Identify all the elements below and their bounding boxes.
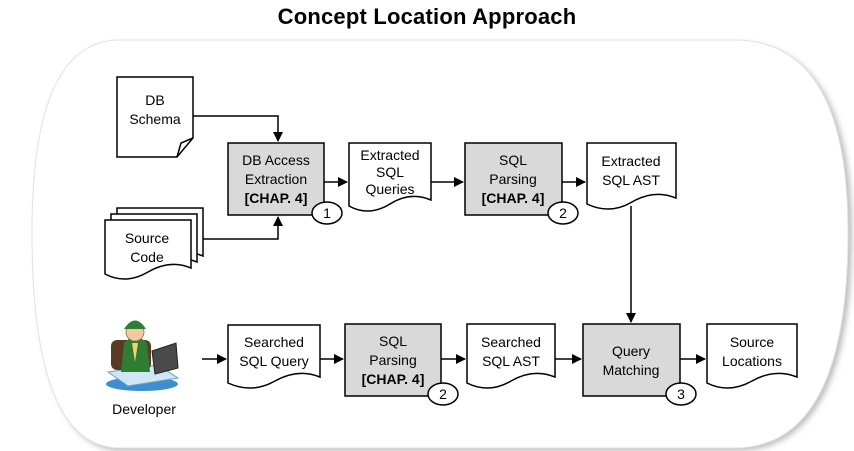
step-1-number: 1 — [323, 205, 331, 221]
doc-source-locations: Source Locations — [706, 323, 798, 389]
step-2-bottom-number: 2 — [439, 386, 447, 402]
db-access-chapter: [CHAP. 4] — [245, 190, 308, 206]
developer-cap — [124, 320, 146, 329]
source-locations-line-2: Locations — [722, 353, 782, 369]
extracted-ast-line-2: SQL AST — [602, 172, 660, 188]
sql-parsing-bottom-line-1: SQL — [379, 333, 407, 349]
step-badge-2-bottom — [427, 382, 459, 406]
sql-parsing-bottom-line-2: Parsing — [369, 352, 416, 368]
developer-tie — [132, 343, 138, 362]
extracted-queries-line-3: Queries — [365, 181, 414, 197]
source-code-document-stack: Source Code — [104, 207, 204, 280]
step-badge-1 — [311, 201, 343, 225]
developer-actor: Developer — [106, 320, 180, 417]
db-access-line-1: DB Access — [242, 152, 310, 168]
source-code-line-1: Source — [125, 230, 170, 246]
doc-extracted-sql-ast: Extracted SQL AST — [586, 142, 677, 210]
searched-ast-line-1: Searched — [481, 334, 541, 350]
searched-ast-line-2: SQL AST — [482, 353, 540, 369]
db-schema-line-2: Schema — [129, 111, 181, 127]
sql-parsing-top-chapter: [CHAP. 4] — [482, 190, 545, 206]
extracted-queries-line-1: Extracted — [360, 147, 419, 163]
doc-searched-sql-ast: Searched SQL AST — [466, 323, 556, 389]
process-sql-parsing-top: SQL Parsing [CHAP. 4] 2 — [464, 142, 579, 225]
db-access-line-2: Extraction — [245, 171, 307, 187]
searched-query-line-2: SQL Query — [239, 353, 309, 369]
doc-searched-sql-query: Searched SQL Query — [227, 324, 321, 389]
process-db-access-extraction: DB Access Extraction [CHAP. 4] 1 — [227, 142, 343, 225]
step-3-number: 3 — [677, 386, 685, 402]
process-sql-parsing-bottom: SQL Parsing [CHAP. 4] 2 — [344, 323, 459, 406]
query-matching-line-2: Matching — [603, 362, 660, 378]
developer-label: Developer — [112, 401, 176, 417]
step-badge-2-top — [547, 201, 579, 225]
searched-query-line-1: Searched — [244, 334, 304, 350]
step-badge-3 — [665, 382, 697, 406]
laptop-icon — [151, 342, 179, 375]
arrow-code-to-extraction — [203, 216, 283, 240]
query-matching-line-1: Query — [612, 343, 650, 359]
sql-parsing-top-line-1: SQL — [499, 152, 527, 168]
extracted-queries-line-2: SQL — [376, 164, 404, 180]
source-code-line-2: Code — [130, 249, 164, 265]
sql-parsing-bottom-chapter: [CHAP. 4] — [362, 371, 425, 387]
extracted-ast-line-1: Extracted — [601, 153, 660, 169]
db-schema-line-1: DB — [145, 92, 164, 108]
source-locations-line-1: Source — [730, 334, 775, 350]
step-2-top-number: 2 — [559, 205, 567, 221]
sql-parsing-top-line-2: Parsing — [489, 171, 536, 187]
doc-extracted-sql-queries: Extracted SQL Queries — [348, 142, 432, 212]
connectors — [193, 115, 706, 364]
diagram-title: Concept Location Approach — [277, 4, 577, 29]
process-query-matching: Query Matching 3 — [582, 323, 697, 406]
db-schema-document: DB Schema — [116, 76, 194, 158]
arrow-schema-to-extraction — [193, 115, 283, 142]
